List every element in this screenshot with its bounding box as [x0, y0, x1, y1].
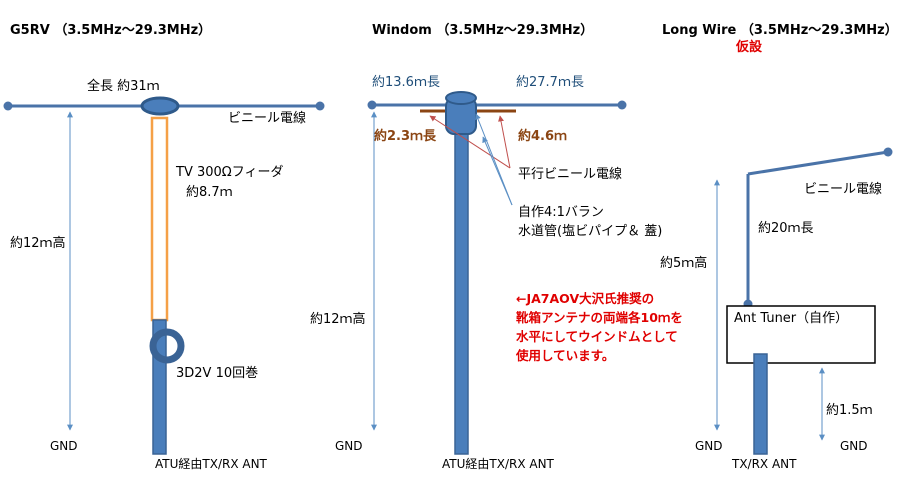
windom-balun-cap [445, 91, 477, 105]
longwire-bottom-label: TX/RX ANT [731, 457, 797, 471]
longwire-title: Long Wire （3.5MHz～29.3MHz） [662, 22, 898, 38]
g5rv-coil-label: 3D2V 10回巻 [176, 366, 258, 381]
longwire-ground-right: GND [840, 439, 868, 453]
longwire-tuner-label: Ant Tuner（自作） [734, 311, 848, 326]
longwire-wire-end [883, 147, 893, 157]
g5rv-wire-end-right [315, 101, 325, 111]
g5rv-total-length: 全長 約31ｍ [87, 78, 160, 94]
windom-right-segment-label: 約4.6ｍ [518, 128, 567, 144]
windom-balun-label: 自作4:1バラン [518, 205, 604, 220]
g5rv-height-label: 約12ｍ高 [10, 235, 66, 251]
windom-bottom-label: ATU経由TX/RX ANT [442, 457, 555, 471]
windom-parallel-wire-label: 平行ビニール電線 [518, 166, 622, 182]
longwire-tuner-box [726, 305, 876, 364]
windom-right-length: 約27.7ｍ長 [516, 75, 584, 90]
windom-section: Windom （3.5MHz～29.3MHz） 約13.6ｍ長 約27.7ｍ長 … [310, 22, 683, 471]
windom-wire-end-left [367, 100, 377, 110]
g5rv-coil [149, 328, 185, 364]
g5rv-wire-end-left [3, 101, 13, 111]
windom-note-line-2: 靴箱アンテナの両端各10ｍを [516, 310, 683, 325]
longwire-height-label: 約5ｍ高 [660, 255, 707, 271]
windom-ground-label: GND [335, 439, 363, 453]
windom-title: Windom （3.5MHz～29.3MHz） [372, 22, 593, 38]
g5rv-title: G5RV （3.5MHz～29.3MHz） [10, 22, 211, 38]
windom-height-label: 約12ｍ高 [310, 311, 366, 327]
windom-mast [454, 129, 469, 455]
windom-left-segment-label: 約2.3ｍ長 [374, 128, 437, 144]
longwire-wire-label: ビニール電線 [804, 181, 882, 197]
g5rv-feeder-length: 約8.7ｍ [186, 185, 233, 200]
longwire-ground-left: GND [695, 439, 723, 453]
longwire-section: Long Wire （3.5MHz～29.3MHz） 仮設 ビニール電線 約20… [660, 22, 898, 471]
windom-left-length: 約13.6ｍ長 [372, 75, 440, 90]
longwire-temporary-label: 仮設 [735, 39, 763, 55]
windom-pipe-arrow [482, 136, 513, 206]
g5rv-wire-label: ビニール電線 [228, 110, 306, 126]
longwire-sloping-wire [747, 150, 889, 176]
windom-note-line-3: 水平にしてウインドムとして [516, 329, 678, 344]
windom-wire-end-right [617, 100, 627, 110]
longwire-coax [753, 353, 768, 455]
windom-parallel-arrow-right [498, 115, 511, 169]
longwire-tuner-height-label: 約1.5ｍ [826, 403, 873, 418]
windom-parallel-arrow-left [429, 115, 511, 169]
g5rv-center-insulator [140, 96, 180, 116]
windom-note-line-4: 使用しています。 [515, 348, 614, 363]
g5rv-feeder-label: TV 300Ωフィーダ [175, 165, 283, 180]
g5rv-ladder-feeder [150, 116, 169, 322]
g5rv-section: G5RV （3.5MHz～29.3MHz） 全長 約31ｍ ビニール電線 TV … [3, 22, 325, 471]
g5rv-bottom-label: ATU経由TX/RX ANT [155, 457, 268, 471]
longwire-length-label: 約20ｍ長 [758, 221, 814, 236]
g5rv-ground-label: GND [50, 439, 78, 453]
windom-pipe-label: 水道管(塩ビパイプ＆ 蓋) [518, 224, 662, 239]
windom-note-line-1: ←JA7AOV大沢氏推奨の [516, 291, 654, 306]
